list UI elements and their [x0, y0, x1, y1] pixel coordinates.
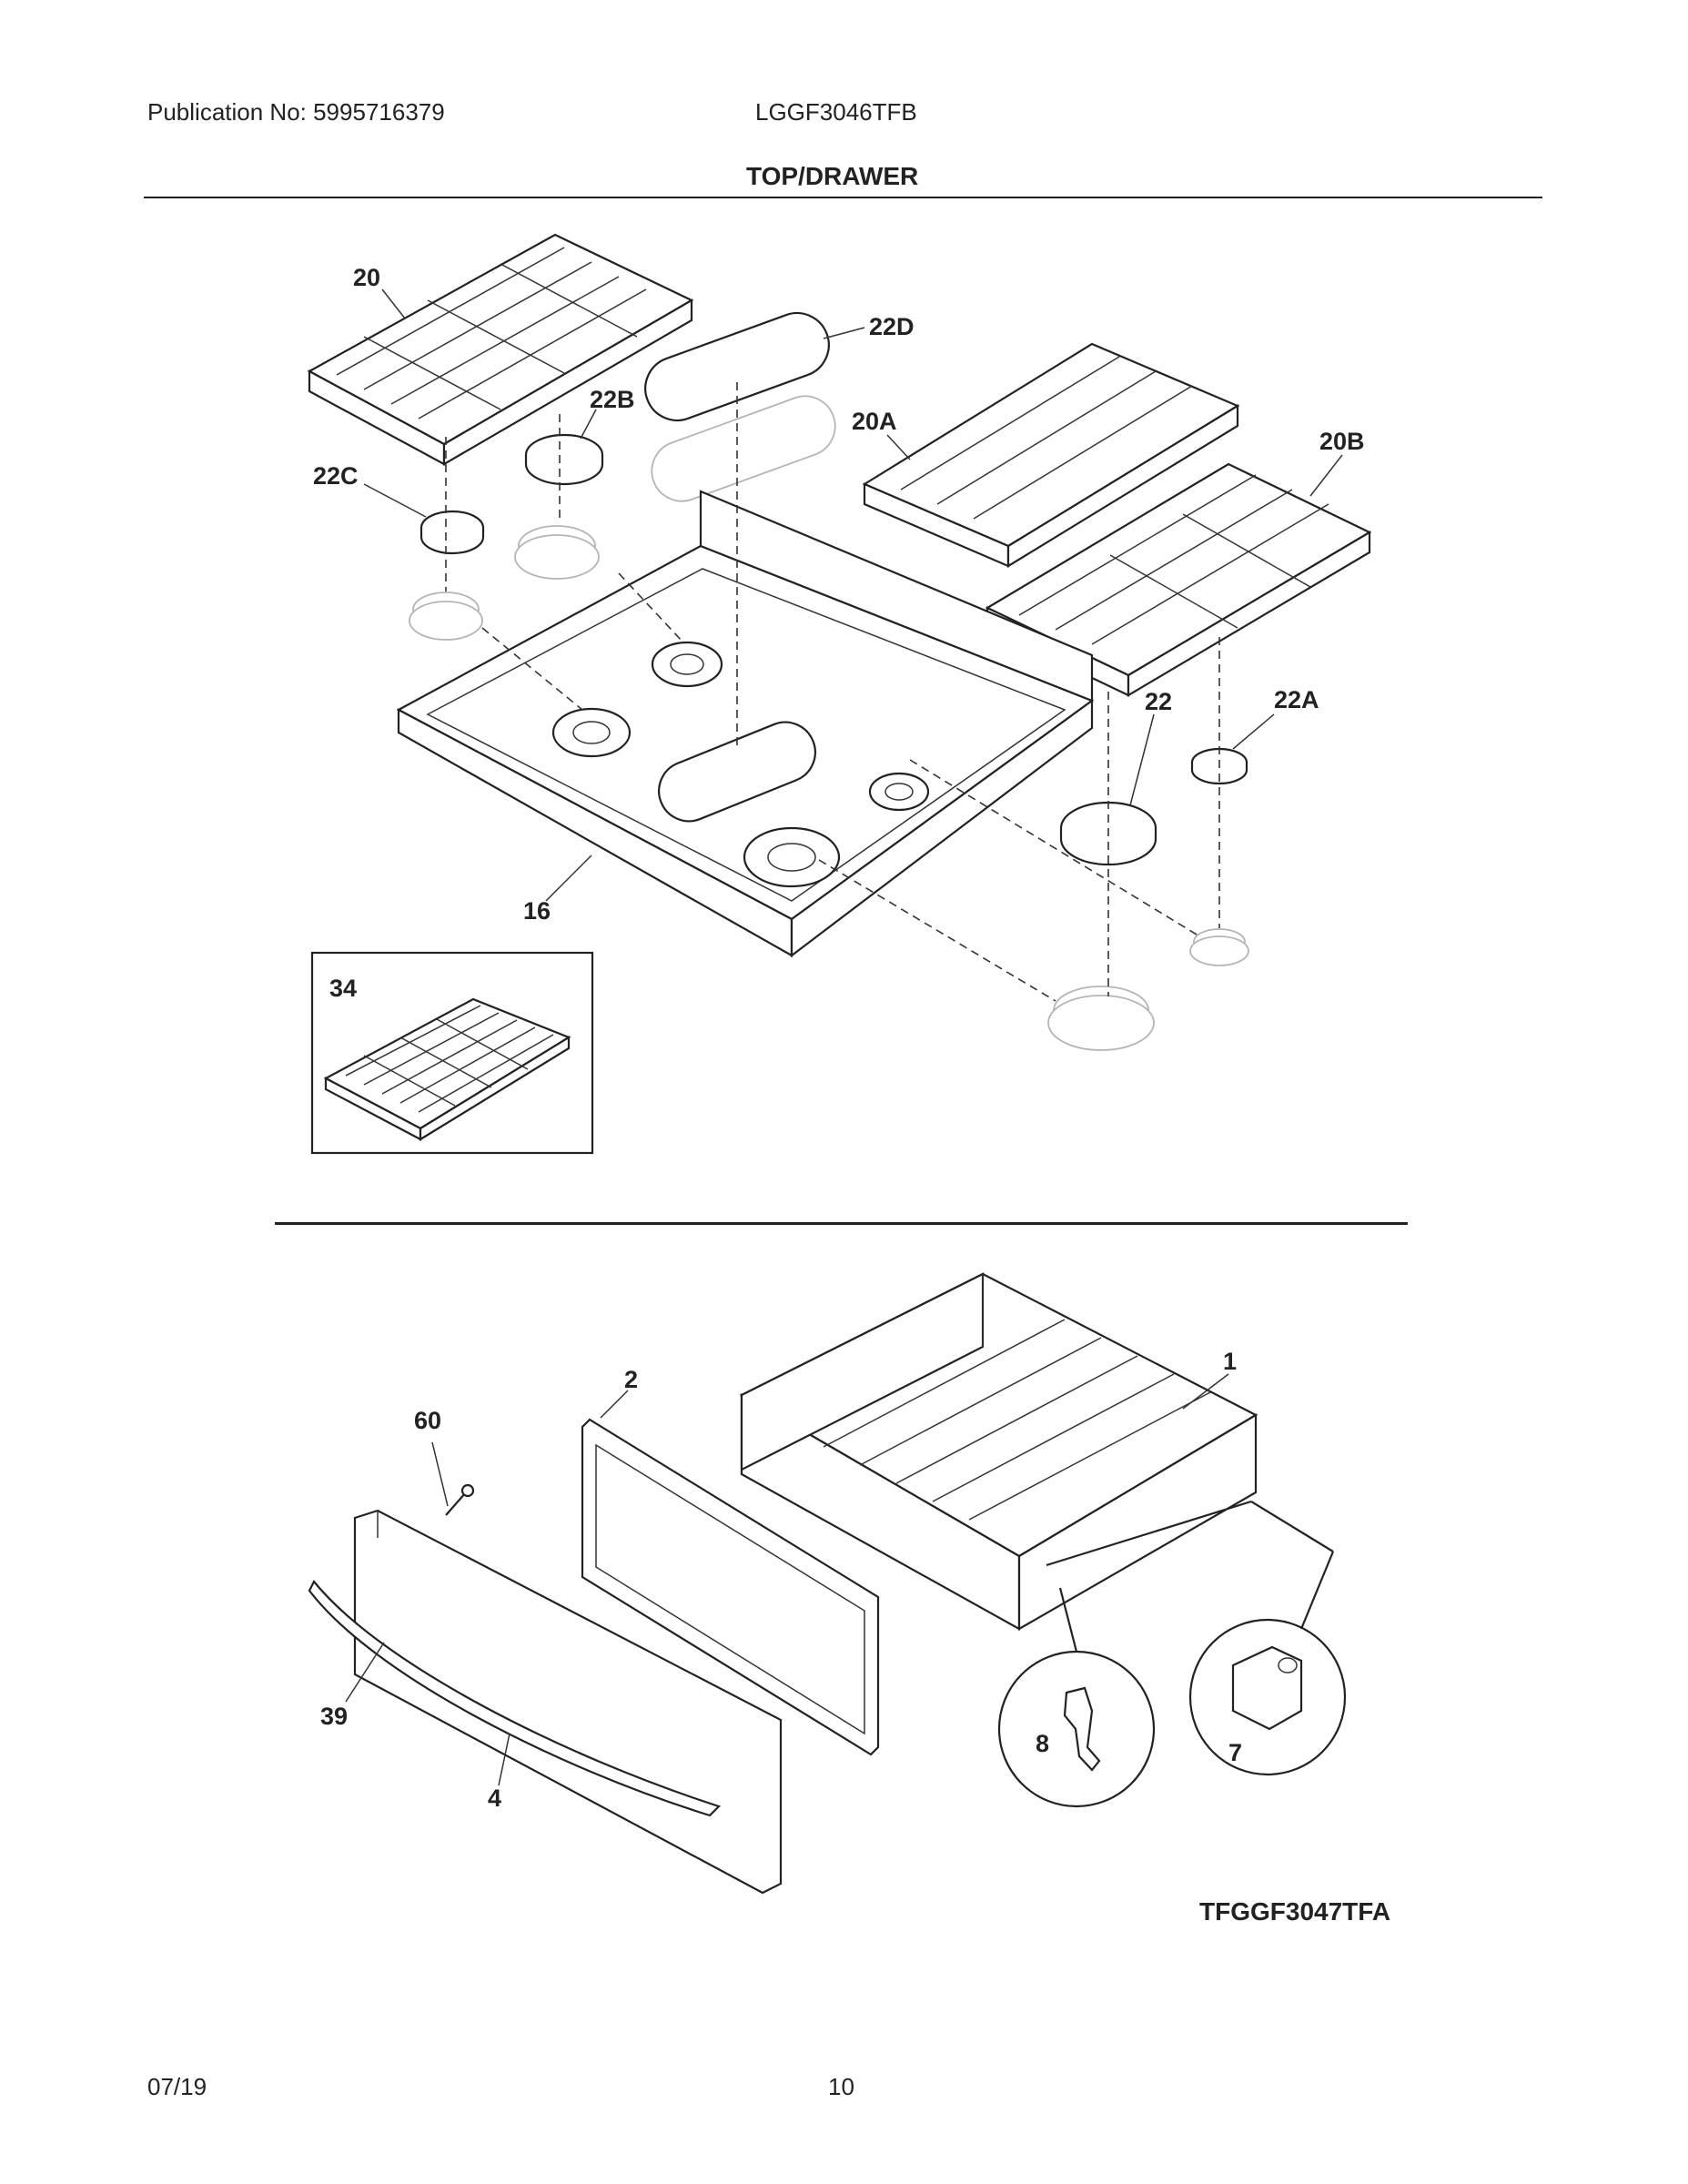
cap-22d [644, 311, 836, 502]
cap-22 [1047, 801, 1157, 1051]
callout-60: 60 [414, 1407, 441, 1434]
footer-date: 07/19 [147, 2073, 207, 2100]
drawer-body-1 [739, 1272, 1258, 1631]
publication-number: Publication No: 5995716379 [147, 98, 445, 126]
section-divider [275, 1222, 1408, 1225]
grate-20 [307, 233, 694, 466]
callout-20a: 20A [852, 408, 897, 435]
callout-16: 16 [523, 897, 551, 925]
callout-22b: 22B [590, 386, 635, 413]
header-rule [144, 197, 1542, 198]
detail-bracket-7 [1046, 1500, 1347, 1776]
detail-clip-8 [997, 1587, 1156, 1808]
alignment-lines [445, 382, 1220, 1002]
callout-7: 7 [1228, 1739, 1242, 1766]
model-number: LGGF3046TFB [755, 98, 917, 126]
callout-20b: 20B [1319, 428, 1365, 455]
callout-leaders-bottom [345, 1373, 1229, 1786]
cooktop-16 [396, 490, 1095, 958]
screw-60 [445, 1483, 475, 1516]
grate-20a [862, 342, 1240, 568]
callout-20: 20 [353, 264, 380, 291]
callout-2: 2 [624, 1366, 638, 1393]
callout-8: 8 [1036, 1730, 1049, 1757]
drawer-panel-2 [581, 1418, 880, 1756]
callout-labels-top: 20 22D 22B 20A 20B 22C 22 22A 16 34 [313, 264, 1365, 1002]
callout-22c: 22C [313, 462, 359, 490]
callout-22a: 22A [1274, 686, 1319, 713]
cap-22c [409, 510, 485, 641]
callout-4: 4 [488, 1785, 501, 1812]
section-title: TOP/DRAWER [746, 162, 919, 190]
figure-code: TFGGF3047TFA [1199, 1897, 1390, 1926]
callout-34: 34 [329, 975, 357, 1002]
callout-labels-bottom: 1 2 60 39 4 8 7 TFGGF3047TFA [320, 1348, 1390, 1926]
page-number: 10 [828, 2073, 854, 2100]
callout-39: 39 [320, 1703, 348, 1730]
callout-22d: 22D [869, 313, 915, 340]
cap-22b [514, 433, 604, 580]
griddle-34-inset [310, 951, 594, 1155]
callout-1: 1 [1223, 1348, 1237, 1375]
callout-leaders-top [363, 288, 1343, 902]
callout-22: 22 [1145, 688, 1172, 715]
drawer-front-4 [308, 1509, 783, 1895]
